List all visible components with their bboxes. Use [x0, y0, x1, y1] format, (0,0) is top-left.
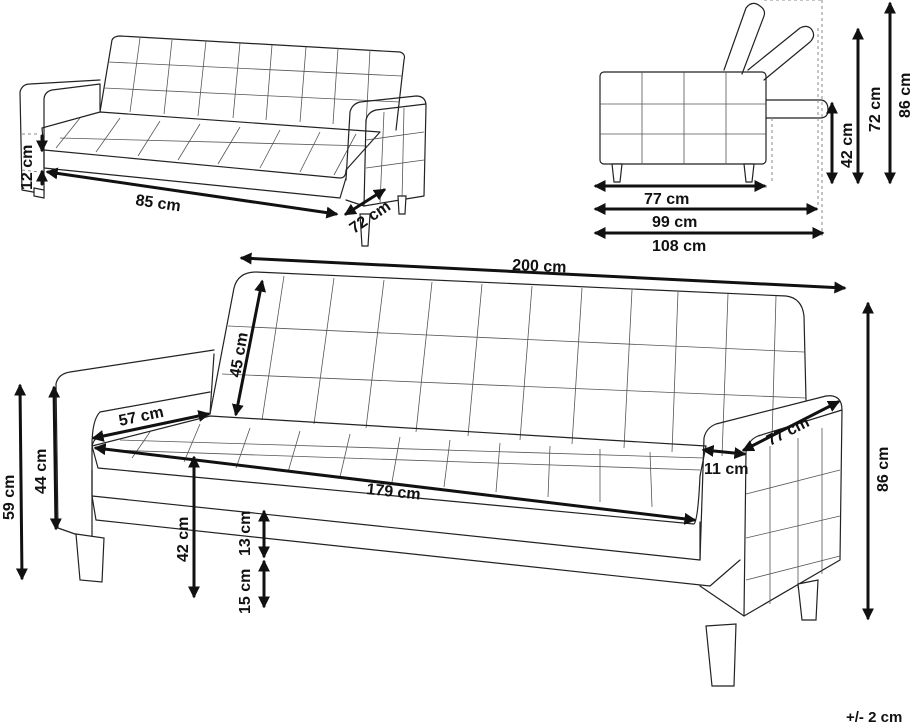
main-height-label: 86 cm: [875, 447, 892, 492]
side-open-depth-label: 99 cm: [652, 214, 697, 231]
main-backrest-label: 45 cm: [227, 331, 252, 379]
side-full-depth-label: 108 cm: [652, 238, 706, 255]
small-sofa-drawing: 12 cm 85 cm 72 cm: [19, 35, 427, 247]
small-height-label: 12 cm: [19, 145, 36, 190]
side-back-height-label: 72 cm: [867, 87, 884, 132]
main-leg-label: 15 cm: [237, 569, 254, 614]
main-sofa-drawing: 200 cm 45 cm 57 cm 179 cm 77 cm 11 cm 86…: [1, 252, 892, 687]
main-seat-width-label: 179 cm: [366, 481, 422, 504]
main-seat-height-label: 42 cm: [175, 517, 192, 562]
side-seat-depth-label: 77 cm: [644, 191, 689, 208]
main-arm-height-outer-label: 59 cm: [1, 475, 18, 520]
side-total-height-label: 86 cm: [897, 73, 914, 118]
side-seat-height-label: 42 cm: [839, 123, 856, 168]
side-view-drawing: 77 cm 99 cm 108 cm 42 cm 72 cm 86 cm: [593, 0, 914, 255]
small-length-label: 85 cm: [134, 192, 181, 215]
small-depth-label: 72 cm: [347, 198, 394, 237]
main-arm-depth-label: 77 cm: [764, 414, 812, 450]
main-arm-height-inner-label: 44 cm: [33, 449, 50, 494]
tolerance-note: +/- 2 cm: [846, 709, 902, 726]
main-cushion-label: 13 cm: [237, 511, 254, 556]
main-arm-width-label: 11 cm: [704, 461, 748, 478]
main-width-label: 200 cm: [512, 257, 567, 276]
